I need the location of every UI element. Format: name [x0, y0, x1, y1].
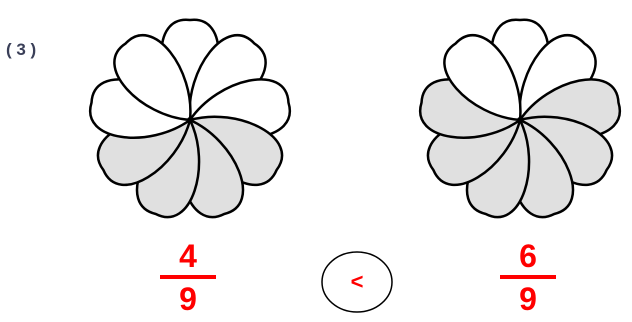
right-fraction-numerator: 6	[498, 238, 558, 274]
right-fraction-denominator: 9	[498, 281, 558, 317]
comparison-circle: <	[320, 250, 394, 314]
left-fraction: 4 9	[158, 238, 218, 317]
comparison-symbol: <	[320, 250, 394, 314]
problem-number-label: ( 3 )	[6, 40, 36, 60]
right-flower-center-dot	[517, 117, 523, 123]
right-fraction-bar	[500, 275, 556, 279]
left-fraction-bar	[160, 275, 216, 279]
left-fraction-denominator: 9	[158, 281, 218, 317]
left-flower-center-dot	[187, 117, 193, 123]
left-flower-diagram	[85, 12, 295, 237]
right-flower-diagram	[415, 12, 625, 237]
left-fraction-numerator: 4	[158, 238, 218, 274]
right-fraction: 6 9	[498, 238, 558, 317]
